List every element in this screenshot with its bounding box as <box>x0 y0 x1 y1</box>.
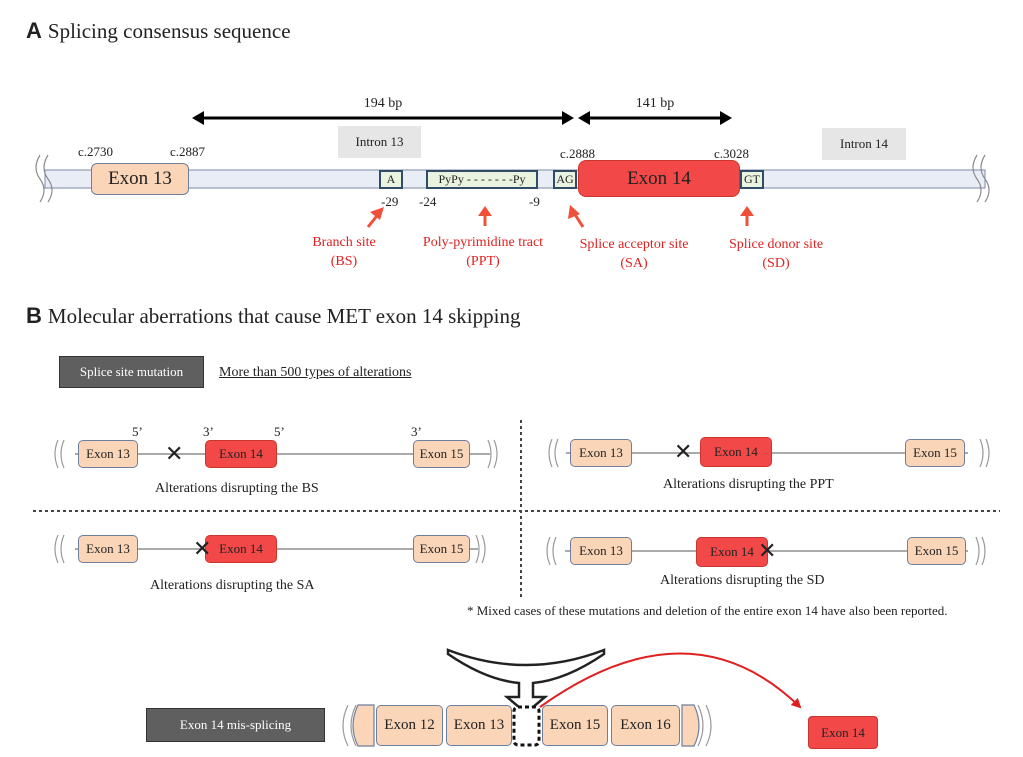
exon-14-box: Exon 14 <box>578 160 740 197</box>
gt-box: GT <box>740 170 764 189</box>
intron-14-label: Intron 14 <box>822 128 906 160</box>
section-a-letter: A <box>26 18 42 43</box>
section-b-letter: B <box>26 303 42 328</box>
three-prime-mark: 3’ <box>411 424 422 439</box>
ppt-abbr: (PPT) <box>466 254 500 269</box>
five-prime-mark: 5’ <box>132 424 143 439</box>
coord-c2730: c.2730 <box>78 144 114 159</box>
bs-caption: Alterations disrupting the BS <box>155 481 319 496</box>
down-arrow-icon <box>446 648 606 715</box>
missplicing-box: Exon 14 mis-splicing <box>146 708 325 742</box>
three-prime-mark: 3’ <box>203 424 214 439</box>
ppt-arrow <box>478 206 492 226</box>
exon-13-box: Exon 13 <box>446 705 512 746</box>
exon-13-box: Exon 13 <box>78 535 138 563</box>
five-prime-mark: 5’ <box>274 424 285 439</box>
break-marks-icon <box>54 438 990 566</box>
bs-abbr: (BS) <box>330 254 358 269</box>
pos-m24: -24 <box>419 194 437 209</box>
excluded-exon-arrow <box>539 652 802 709</box>
bs-label: Branch site <box>312 235 376 250</box>
section-a-title-text: Splicing consensus sequence <box>47 19 291 43</box>
exon-15-box: Exon 15 <box>907 537 966 565</box>
sd-label: Splice donor site <box>728 237 824 252</box>
ppt-box: PyPy - - - - - - -Py <box>426 170 538 189</box>
exon-14-box: Exon 14 <box>700 437 772 467</box>
span-141-label: 141 bp <box>635 96 675 111</box>
ag-box: AG <box>553 170 577 189</box>
exon-15-box: Exon 15 <box>905 439 965 467</box>
exon-14-box: Exon 14 <box>205 440 277 468</box>
break-left-icon <box>35 154 53 203</box>
sa-label: Splice acceptor site <box>579 237 689 252</box>
mutation-x-icon: ✕ <box>165 442 184 467</box>
excluded-exon-14-box: Exon 14 <box>808 716 878 749</box>
alterations-count-text: More than 500 types of alterations <box>219 365 412 380</box>
pos-m9: -9 <box>529 194 540 209</box>
ppt-label: Poly-pyrimidine tract <box>422 235 544 250</box>
exon-15-box: Exon 15 <box>413 535 470 563</box>
exon-13-box: Exon 13 <box>78 440 138 468</box>
exon-15-box: Exon 15 <box>542 705 608 746</box>
transcript-end-right-icon <box>681 704 712 747</box>
branch-site-box: A <box>379 170 403 189</box>
sa-arrow <box>568 205 585 228</box>
exon-14-box: Exon 14 <box>696 537 768 567</box>
exon-13-box: Exon 13 <box>570 439 632 467</box>
exon-16-box: Exon 16 <box>611 705 680 746</box>
exon-14-box: Exon 14 <box>205 535 277 563</box>
span-194-label: 194 bp <box>363 96 403 111</box>
sd-caption: Alterations disrupting the SD <box>660 573 825 588</box>
transcript-end-left-icon <box>342 704 375 747</box>
skipped-exon-gap <box>512 705 541 747</box>
mutation-x-icon: ✕ <box>193 537 212 562</box>
ppt-caption: Alterations disrupting the PPT <box>663 477 834 492</box>
span-arrow-141bp <box>578 111 732 125</box>
break-right-icon <box>972 154 990 203</box>
bs-arrow <box>366 207 384 228</box>
mutation-x-icon: ✕ <box>758 539 777 564</box>
mutation-x-icon: ✕ <box>674 440 693 465</box>
pos-m29: -29 <box>381 194 399 209</box>
splice-site-mutation-box: Splice site mutation <box>59 356 204 388</box>
sd-abbr: (SD) <box>762 256 790 271</box>
intron-13-label: Intron 13 <box>338 126 421 158</box>
span-arrow-194bp <box>192 111 574 125</box>
coord-c2888: c.2888 <box>560 146 596 161</box>
footnote: * Mixed cases of these mutations and del… <box>467 603 948 618</box>
exon-13-box: Exon 13 <box>91 163 189 195</box>
sa-abbr: (SA) <box>620 256 648 271</box>
coord-c3028: c.3028 <box>714 146 750 161</box>
exon-13-box: Exon 13 <box>570 537 632 565</box>
exon-15-box: Exon 15 <box>413 440 470 468</box>
sd-arrow <box>740 206 754 226</box>
sa-caption: Alterations disrupting the SA <box>150 578 315 593</box>
section-b-title-text: Molecular aberrations that cause MET exo… <box>47 304 521 328</box>
coord-c2887: c.2887 <box>170 144 206 159</box>
exon-12-box: Exon 12 <box>376 705 443 746</box>
